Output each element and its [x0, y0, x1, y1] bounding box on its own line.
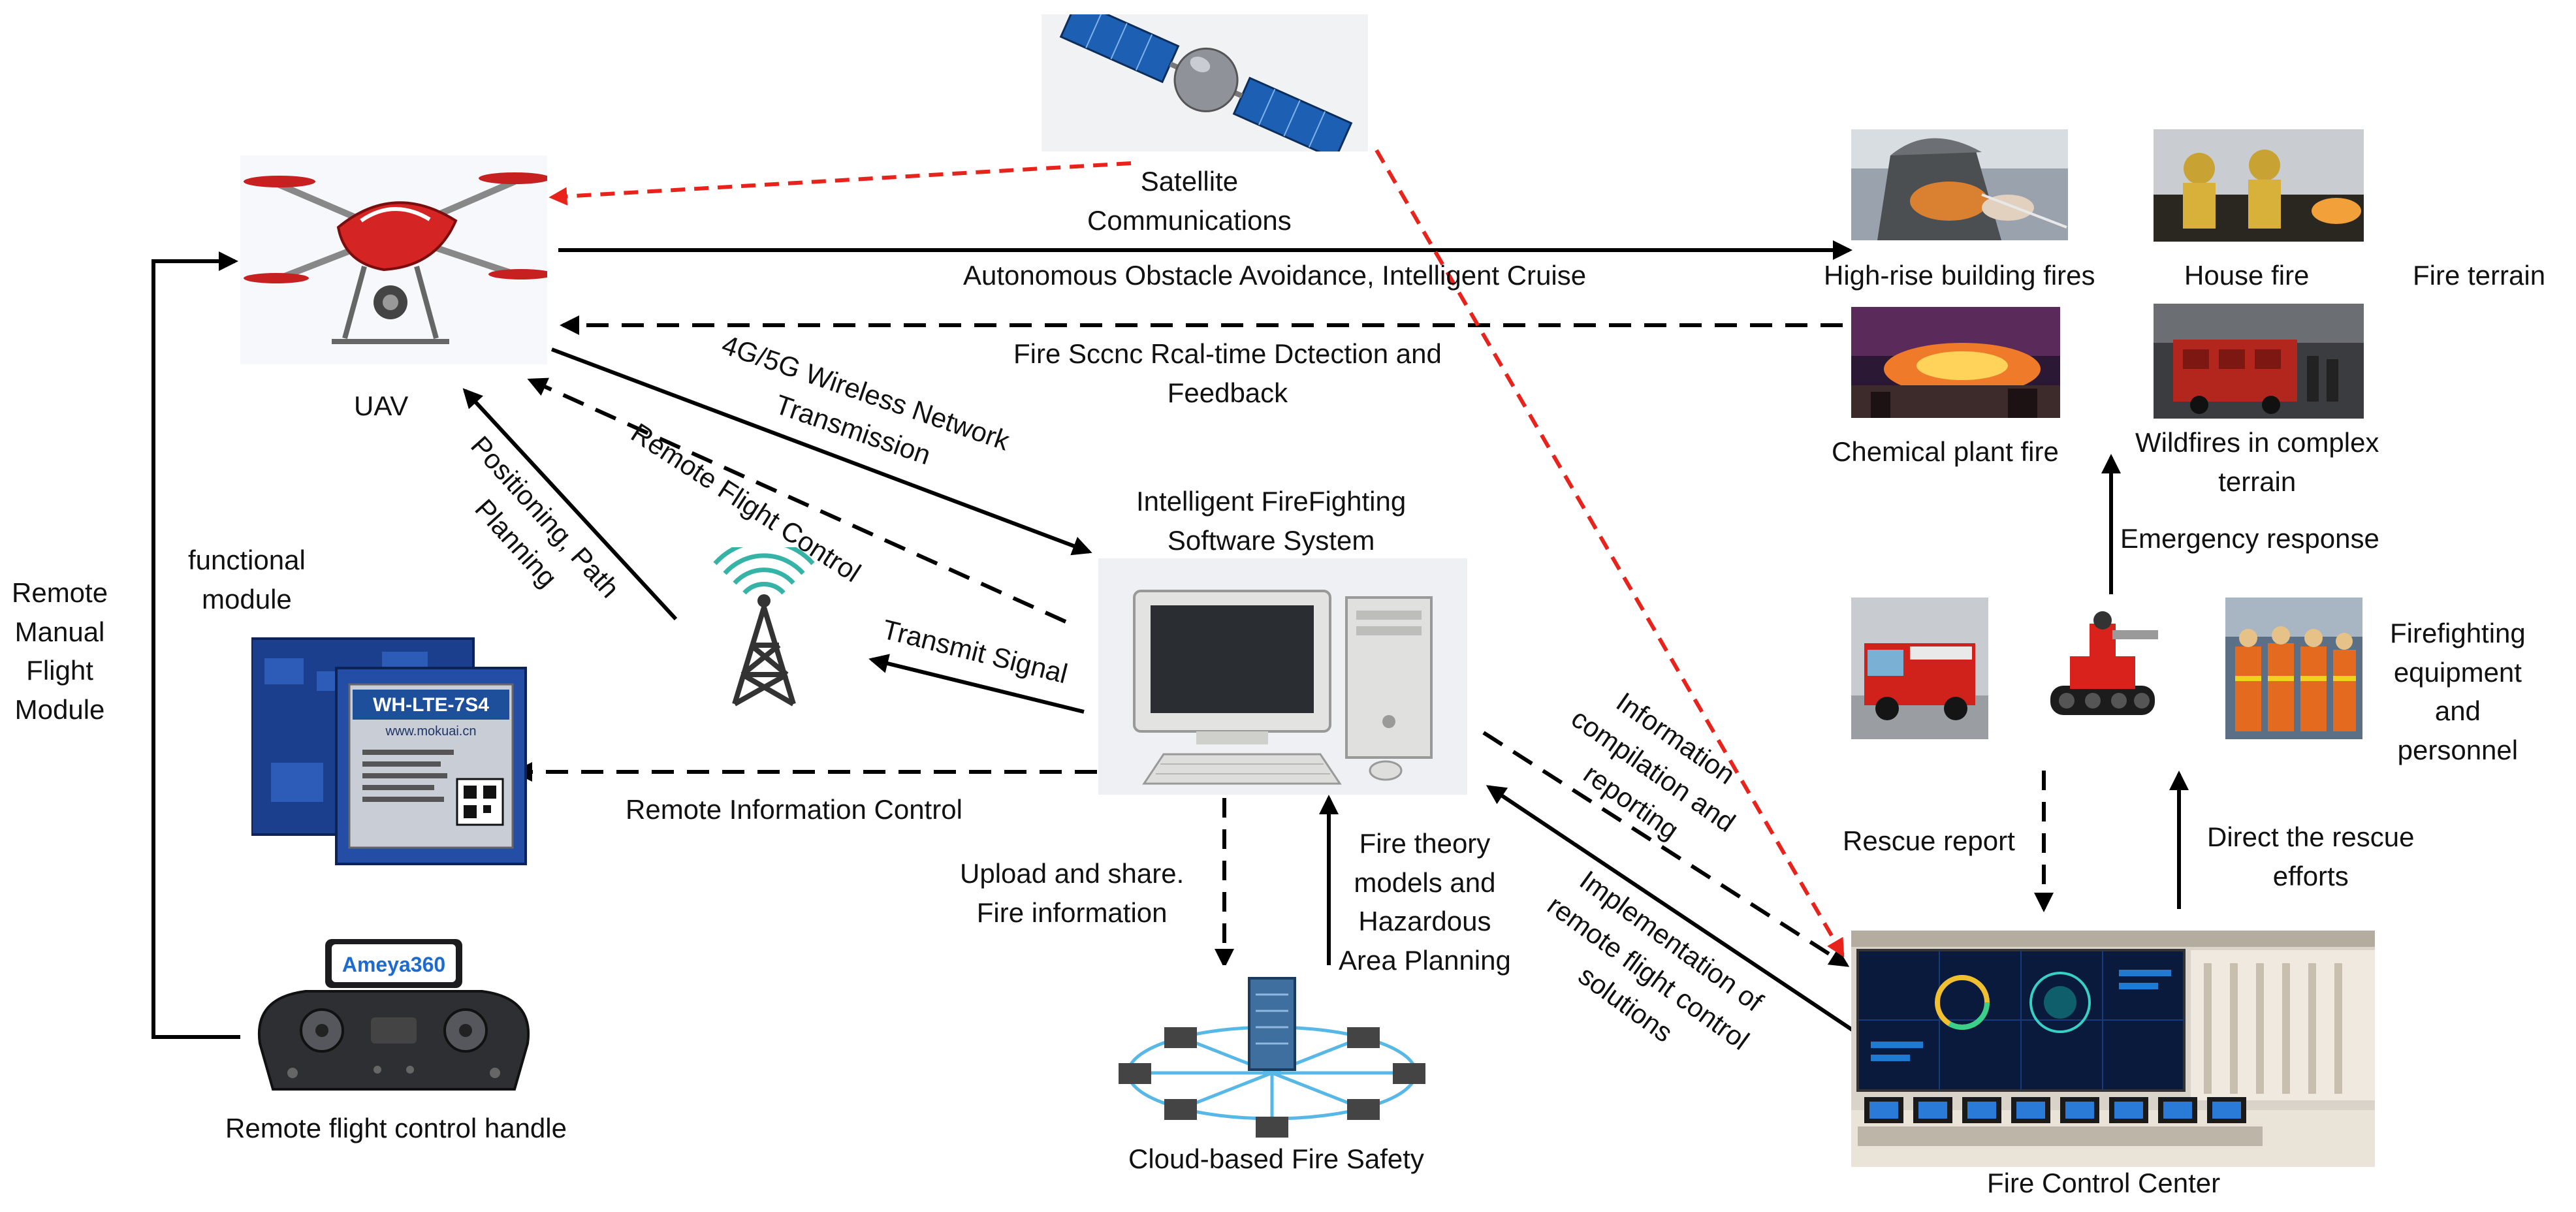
- functional-module-label: functional module: [188, 545, 306, 614]
- uav-label: UAV: [354, 391, 409, 421]
- functional-module-image: WH-LTE-7S4 www.mokuai.cn: [251, 632, 532, 870]
- high-rise-fire-image: [1851, 129, 2068, 240]
- computer-image: [1098, 558, 1467, 795]
- arrow-positioning: [462, 388, 678, 621]
- arrow-remote-flight-control: [527, 377, 1067, 624]
- fire-robot-image: [2034, 598, 2171, 735]
- control-center-image: [1851, 931, 2375, 1167]
- cloud-network-image: [1089, 965, 1455, 1141]
- edge-fire-scene-label: Fire Sccnc Rcal-time Dctection and Feedb…: [1013, 338, 1442, 408]
- module-chip-title: WH-LTE-7S4: [373, 694, 489, 716]
- fire-truck-image: [1851, 598, 1988, 739]
- arrow-wireless: [550, 347, 1092, 556]
- satellite-label: Satellite Communications: [1087, 166, 1292, 236]
- remote-handle-image: Ameya360: [240, 939, 547, 1102]
- uav-image: [240, 155, 547, 364]
- signal-tower-icon: [682, 547, 846, 710]
- arrow-transmit-signal: [868, 654, 1085, 714]
- arrow-satellite-uav: [549, 161, 1132, 206]
- chemical-fire-label: Chemical plant fire: [1832, 436, 2059, 467]
- chemical-plant-fire-image: [1851, 307, 2060, 418]
- edge-remote-info-label: Remote Information Control: [626, 794, 962, 825]
- arrow-remote-manual: [151, 251, 243, 1039]
- edge-rescue-report-label: Rescue report: [1843, 825, 2015, 856]
- remote-manual-label: Remote Manual Flight Module: [12, 577, 108, 725]
- fire-terrain-title: Fire terrain: [2413, 260, 2546, 291]
- arrow-info-compilation: [1482, 731, 1850, 967]
- edge-autonomous-label: Autonomous Obstacle Avoidance, Intellige…: [963, 260, 1587, 291]
- wildfire-image: [2154, 304, 2364, 419]
- high-rise-fire-label: High-rise building fires: [1824, 260, 2095, 291]
- house-fire-image: [2154, 129, 2364, 242]
- control-center-label: Fire Control Center: [1987, 1168, 2221, 1198]
- edge-fire-theory-label: Fire theory models and Hazardous Area Pl…: [1339, 828, 1511, 976]
- firefighters-image: [2225, 598, 2362, 739]
- equipment-label: Firefighting equipment and personnel: [2390, 618, 2526, 765]
- arrow-implementation: [1486, 785, 1854, 1032]
- software-label: Intelligent FireFighting Software System: [1136, 486, 1407, 556]
- handle-logo: Ameya360: [342, 953, 445, 976]
- edge-upload-label: Upload and share. Fire information: [960, 858, 1185, 928]
- remote-handle-label: Remote flight control handle: [225, 1113, 567, 1143]
- module-chip-url: www.mokuai.cn: [385, 724, 477, 739]
- cloud-label: Cloud-based Fire Safety: [1128, 1143, 1424, 1174]
- satellite-image: [1042, 14, 1368, 152]
- wildfire-label: Wildfires in complex terrain: [2135, 427, 2379, 497]
- edge-emergency-label: Emergency response: [2120, 523, 2379, 554]
- arrow-satellite-control: [1375, 149, 1845, 958]
- edge-direct-rescue-label: Direct the rescue efforts: [2207, 821, 2415, 891]
- house-fire-label: House fire: [2184, 260, 2310, 291]
